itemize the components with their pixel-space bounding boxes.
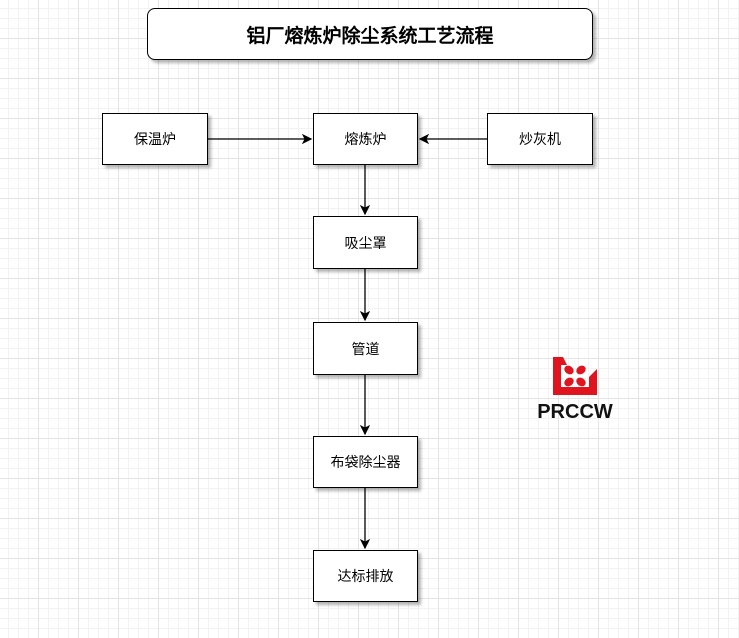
node-pipeline[interactable]: 管道 bbox=[313, 322, 418, 375]
prccw-logo: PRCCW bbox=[535, 355, 615, 424]
node-suction-hood[interactable]: 吸尘罩 bbox=[313, 216, 418, 269]
logo-text: PRCCW bbox=[537, 401, 613, 423]
node-bag-filter[interactable]: 布袋除尘器 bbox=[313, 436, 418, 488]
node-holding-furnace[interactable]: 保温炉 bbox=[102, 113, 208, 165]
node-smelting-furnace[interactable]: 熔炼炉 bbox=[313, 113, 418, 165]
logo-icon bbox=[553, 357, 597, 395]
node-discharge[interactable]: 达标排放 bbox=[313, 550, 418, 602]
node-ash-machine[interactable]: 炒灰机 bbox=[487, 113, 593, 165]
diagram-title: 铝厂熔炼炉除尘系统工艺流程 bbox=[147, 8, 593, 60]
